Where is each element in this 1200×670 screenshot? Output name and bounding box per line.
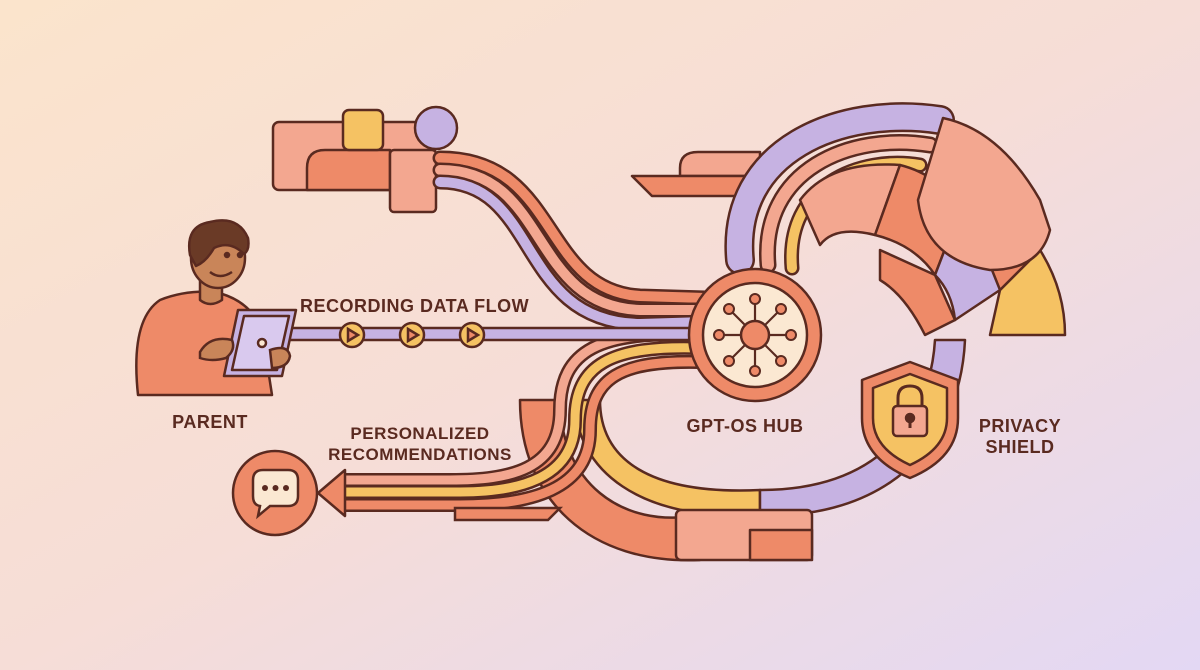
tablet-icon	[222, 308, 298, 378]
padlock-shield-icon	[860, 360, 960, 480]
parent-label: PARENT	[172, 412, 248, 432]
output-arrow-head	[316, 468, 347, 518]
personalized-recommendations-label: PERSONALIZED RECOMMENDATIONS	[300, 423, 540, 465]
recommendations-line-1: PERSONALIZED	[350, 424, 490, 443]
play-icon	[398, 321, 426, 349]
gpt-os-hub-label: GPT-OS HUB	[686, 416, 804, 436]
play-icon	[458, 321, 486, 349]
parent-hands	[198, 337, 292, 370]
recording-data-flow-label: RECORDING DATA FLOW	[300, 296, 530, 316]
output-ribbons	[340, 327, 701, 512]
shield-line-2: SHIELD	[985, 437, 1055, 457]
chat-bubble-icon	[231, 449, 319, 537]
shield-line-1: PRIVACY	[978, 416, 1062, 436]
right-arc-segments	[798, 116, 1067, 337]
network-hub-icon	[687, 267, 823, 403]
play-icon	[338, 321, 366, 349]
input-ribbons	[432, 150, 713, 332]
privacy-shield-label: PRIVACY SHIELD	[950, 416, 1090, 458]
recommendations-line-2: RECOMMENDATIONS	[328, 445, 512, 464]
bottom-slab	[453, 506, 564, 522]
